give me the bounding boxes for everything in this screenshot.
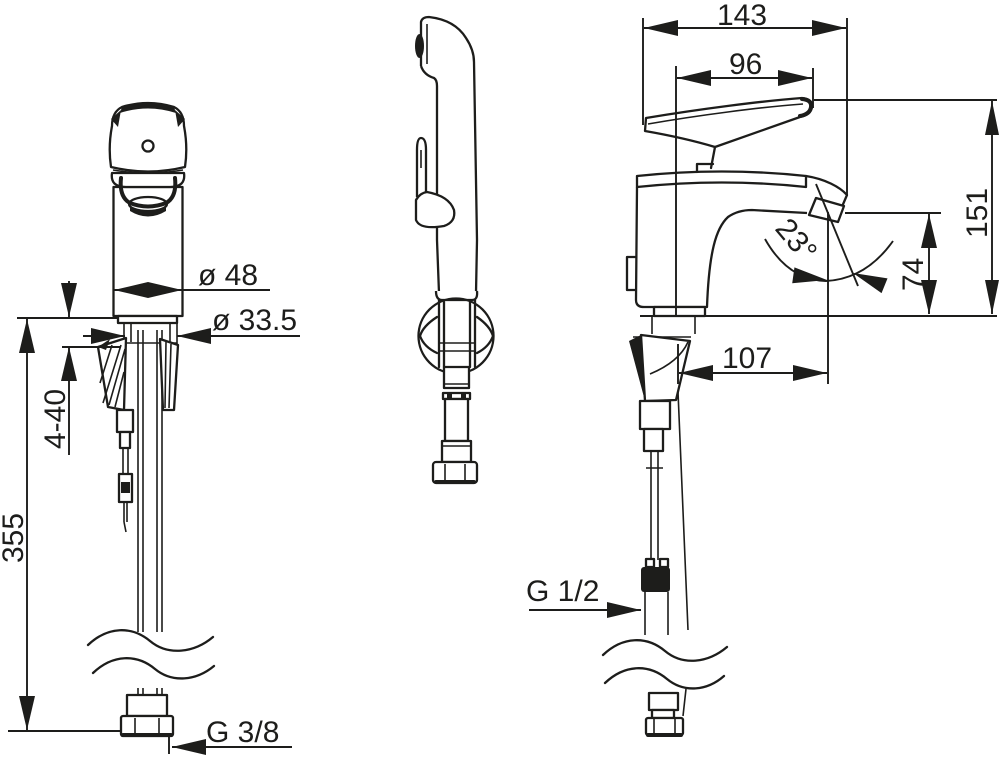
dim-shower-thread-label: G 1/2 bbox=[526, 575, 599, 608]
dim-connection-height-label: 355 bbox=[0, 513, 30, 563]
lever-handle-side bbox=[643, 96, 814, 174]
dim-spout-diameter: ø 48 bbox=[114, 259, 270, 298]
handle-top-band bbox=[120, 102, 176, 113]
nipple-collar bbox=[440, 439, 473, 464]
faucet-body-front bbox=[110, 171, 186, 325]
nipple-body bbox=[443, 397, 470, 443]
bracket-stub bbox=[442, 365, 471, 390]
front-view bbox=[86, 101, 216, 738]
dim-supply-thread: G 3/8 bbox=[168, 716, 292, 755]
handle-cap-front bbox=[108, 101, 188, 174]
break-wave-front-2 bbox=[91, 657, 216, 680]
dim-shank-diameter-label: ø 33.5 bbox=[212, 304, 297, 337]
dim-overall-length: 143 bbox=[642, 0, 848, 196]
base-flange-side bbox=[652, 305, 707, 318]
dim-shank-diameter: ø 33.5 bbox=[83, 304, 300, 344]
clamp-wedge-side bbox=[639, 333, 692, 403]
dim-connection-height: 355 bbox=[0, 319, 122, 732]
grip-end-cap bbox=[434, 290, 479, 302]
dim-spout-angle: 23° bbox=[764, 183, 894, 294]
clamp-stud-side bbox=[638, 399, 672, 431]
spout-shield-front bbox=[118, 176, 178, 209]
dim-spout-diameter-label: ø 48 bbox=[198, 259, 258, 292]
dim-spout-height: 74 bbox=[845, 212, 941, 314]
mounting-hardware-front bbox=[96, 323, 180, 533]
nozzle-face bbox=[415, 34, 424, 58]
handle-screw-dot bbox=[141, 139, 155, 153]
lever-knob bbox=[414, 190, 456, 229]
collar-ring-front bbox=[110, 171, 186, 189]
dim-spout-reach: 107 bbox=[677, 212, 829, 384]
dim-supply-thread-label: G 3/8 bbox=[206, 716, 279, 749]
hose-coupling-side bbox=[647, 691, 680, 712]
dim-handle-projection: 96 bbox=[675, 48, 814, 316]
side-view bbox=[601, 96, 849, 737]
dim-spout-reach-label: 107 bbox=[722, 342, 772, 375]
dim-handle-projection-label: 96 bbox=[729, 48, 762, 81]
break-wave-side-1 bbox=[601, 639, 729, 662]
dim-overall-height-label: 151 bbox=[961, 188, 994, 238]
dim-deck-thickness: 4-40 bbox=[17, 281, 121, 455]
wall-bracket bbox=[417, 290, 495, 390]
mounting-hardware-side bbox=[629, 316, 696, 453]
clamp-stud-block bbox=[115, 408, 135, 434]
hose-coupling-front bbox=[125, 693, 169, 718]
dim-overall-length-label: 143 bbox=[717, 0, 767, 32]
dim-spout-angle-label: 23° bbox=[769, 212, 823, 268]
handle-dome bbox=[108, 101, 188, 173]
break-wave-front-1 bbox=[86, 629, 215, 652]
faucet-body-side bbox=[625, 170, 849, 318]
dim-spout-height-label: 74 bbox=[897, 258, 930, 291]
bracket-arm-right bbox=[475, 315, 495, 355]
bracket-ring bbox=[417, 297, 495, 375]
hose-nipple-piece bbox=[431, 391, 479, 485]
body-top-ring-side bbox=[635, 170, 808, 189]
plumbing-side bbox=[601, 343, 729, 737]
hand-shower-view bbox=[414, 15, 495, 485]
lever-rear-cap bbox=[798, 97, 814, 118]
base-flange-front bbox=[116, 314, 179, 325]
nipple-hex-nut bbox=[431, 460, 479, 485]
hose-connector-nut-side bbox=[641, 567, 670, 592]
dim-overall-height: 151 bbox=[640, 99, 999, 317]
dim-deck-thickness-label: 4-40 bbox=[39, 389, 72, 449]
trigger-lever bbox=[414, 136, 456, 229]
tube-through-ring bbox=[437, 298, 477, 369]
supply-pipes-front bbox=[86, 330, 216, 738]
bracket-arm-left bbox=[418, 315, 439, 355]
head-and-grip-outline bbox=[419, 15, 479, 294]
break-wave-side-2 bbox=[603, 667, 726, 690]
hex-nut-side bbox=[644, 716, 685, 737]
body-outline-side bbox=[634, 186, 808, 309]
dim-shower-thread: G 1/2 bbox=[526, 575, 641, 618]
